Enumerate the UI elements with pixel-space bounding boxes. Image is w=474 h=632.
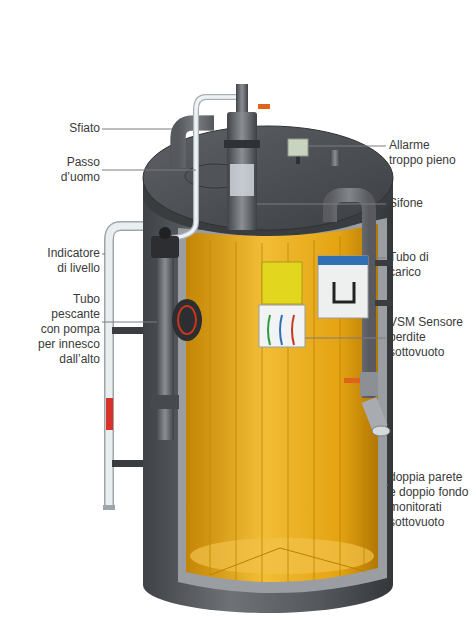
tube-valve	[151, 395, 179, 409]
tank-floor	[190, 538, 374, 574]
info-plate	[318, 256, 368, 318]
fill-coupler	[372, 426, 390, 436]
bracket	[112, 327, 143, 334]
tank-symbol	[334, 282, 354, 302]
part-label: Sifone	[389, 196, 459, 211]
tank-shell	[143, 178, 393, 613]
part-label: Tubo pescante con pompa per innesco dall…	[34, 292, 100, 367]
bracket	[112, 460, 143, 467]
vsm-box	[262, 262, 302, 304]
level-tube	[109, 226, 143, 505]
floor-seam	[280, 548, 364, 571]
leader-lines	[102, 129, 388, 485]
tank-interior	[186, 224, 378, 582]
part-label: doppia parete e doppio fondo monitorati …	[389, 470, 470, 530]
part-label: VSM Sensore perdite sottovuoto	[389, 315, 470, 360]
fill-valve	[360, 372, 378, 396]
info-plate-header	[318, 256, 368, 265]
disc-ring	[178, 306, 196, 334]
part-label: Passo d’uomo	[55, 155, 100, 185]
part-label: Sfiato	[40, 121, 100, 136]
fill-outlet	[369, 400, 380, 428]
bracket	[375, 300, 393, 306]
level-tube-border	[109, 226, 143, 505]
fill-valve-handle	[344, 378, 360, 383]
double-wall	[178, 218, 387, 593]
pump-head	[151, 236, 179, 258]
vsm-panel	[259, 305, 305, 347]
sight-glass	[230, 164, 254, 196]
siphon-pipe	[236, 84, 248, 114]
siphon-flange	[224, 140, 260, 148]
inspection-disc	[172, 299, 202, 341]
priming-line	[172, 97, 236, 238]
suction-tube	[156, 250, 174, 440]
vsm-wires	[268, 315, 294, 345]
part-label: Allarme troppo pieno	[389, 138, 459, 168]
siphon-body	[227, 112, 257, 230]
part-label: Indicatore di livello	[42, 246, 100, 276]
alarm-box	[288, 139, 308, 156]
floor-seam	[210, 548, 280, 575]
level-float	[106, 398, 113, 430]
priming-line-border	[172, 97, 236, 238]
pump-knob	[159, 227, 171, 239]
part-label: Tubo di carico	[389, 250, 449, 280]
valve-handle	[258, 104, 270, 109]
tube-cap	[103, 505, 115, 510]
lid-fitting	[330, 150, 340, 166]
